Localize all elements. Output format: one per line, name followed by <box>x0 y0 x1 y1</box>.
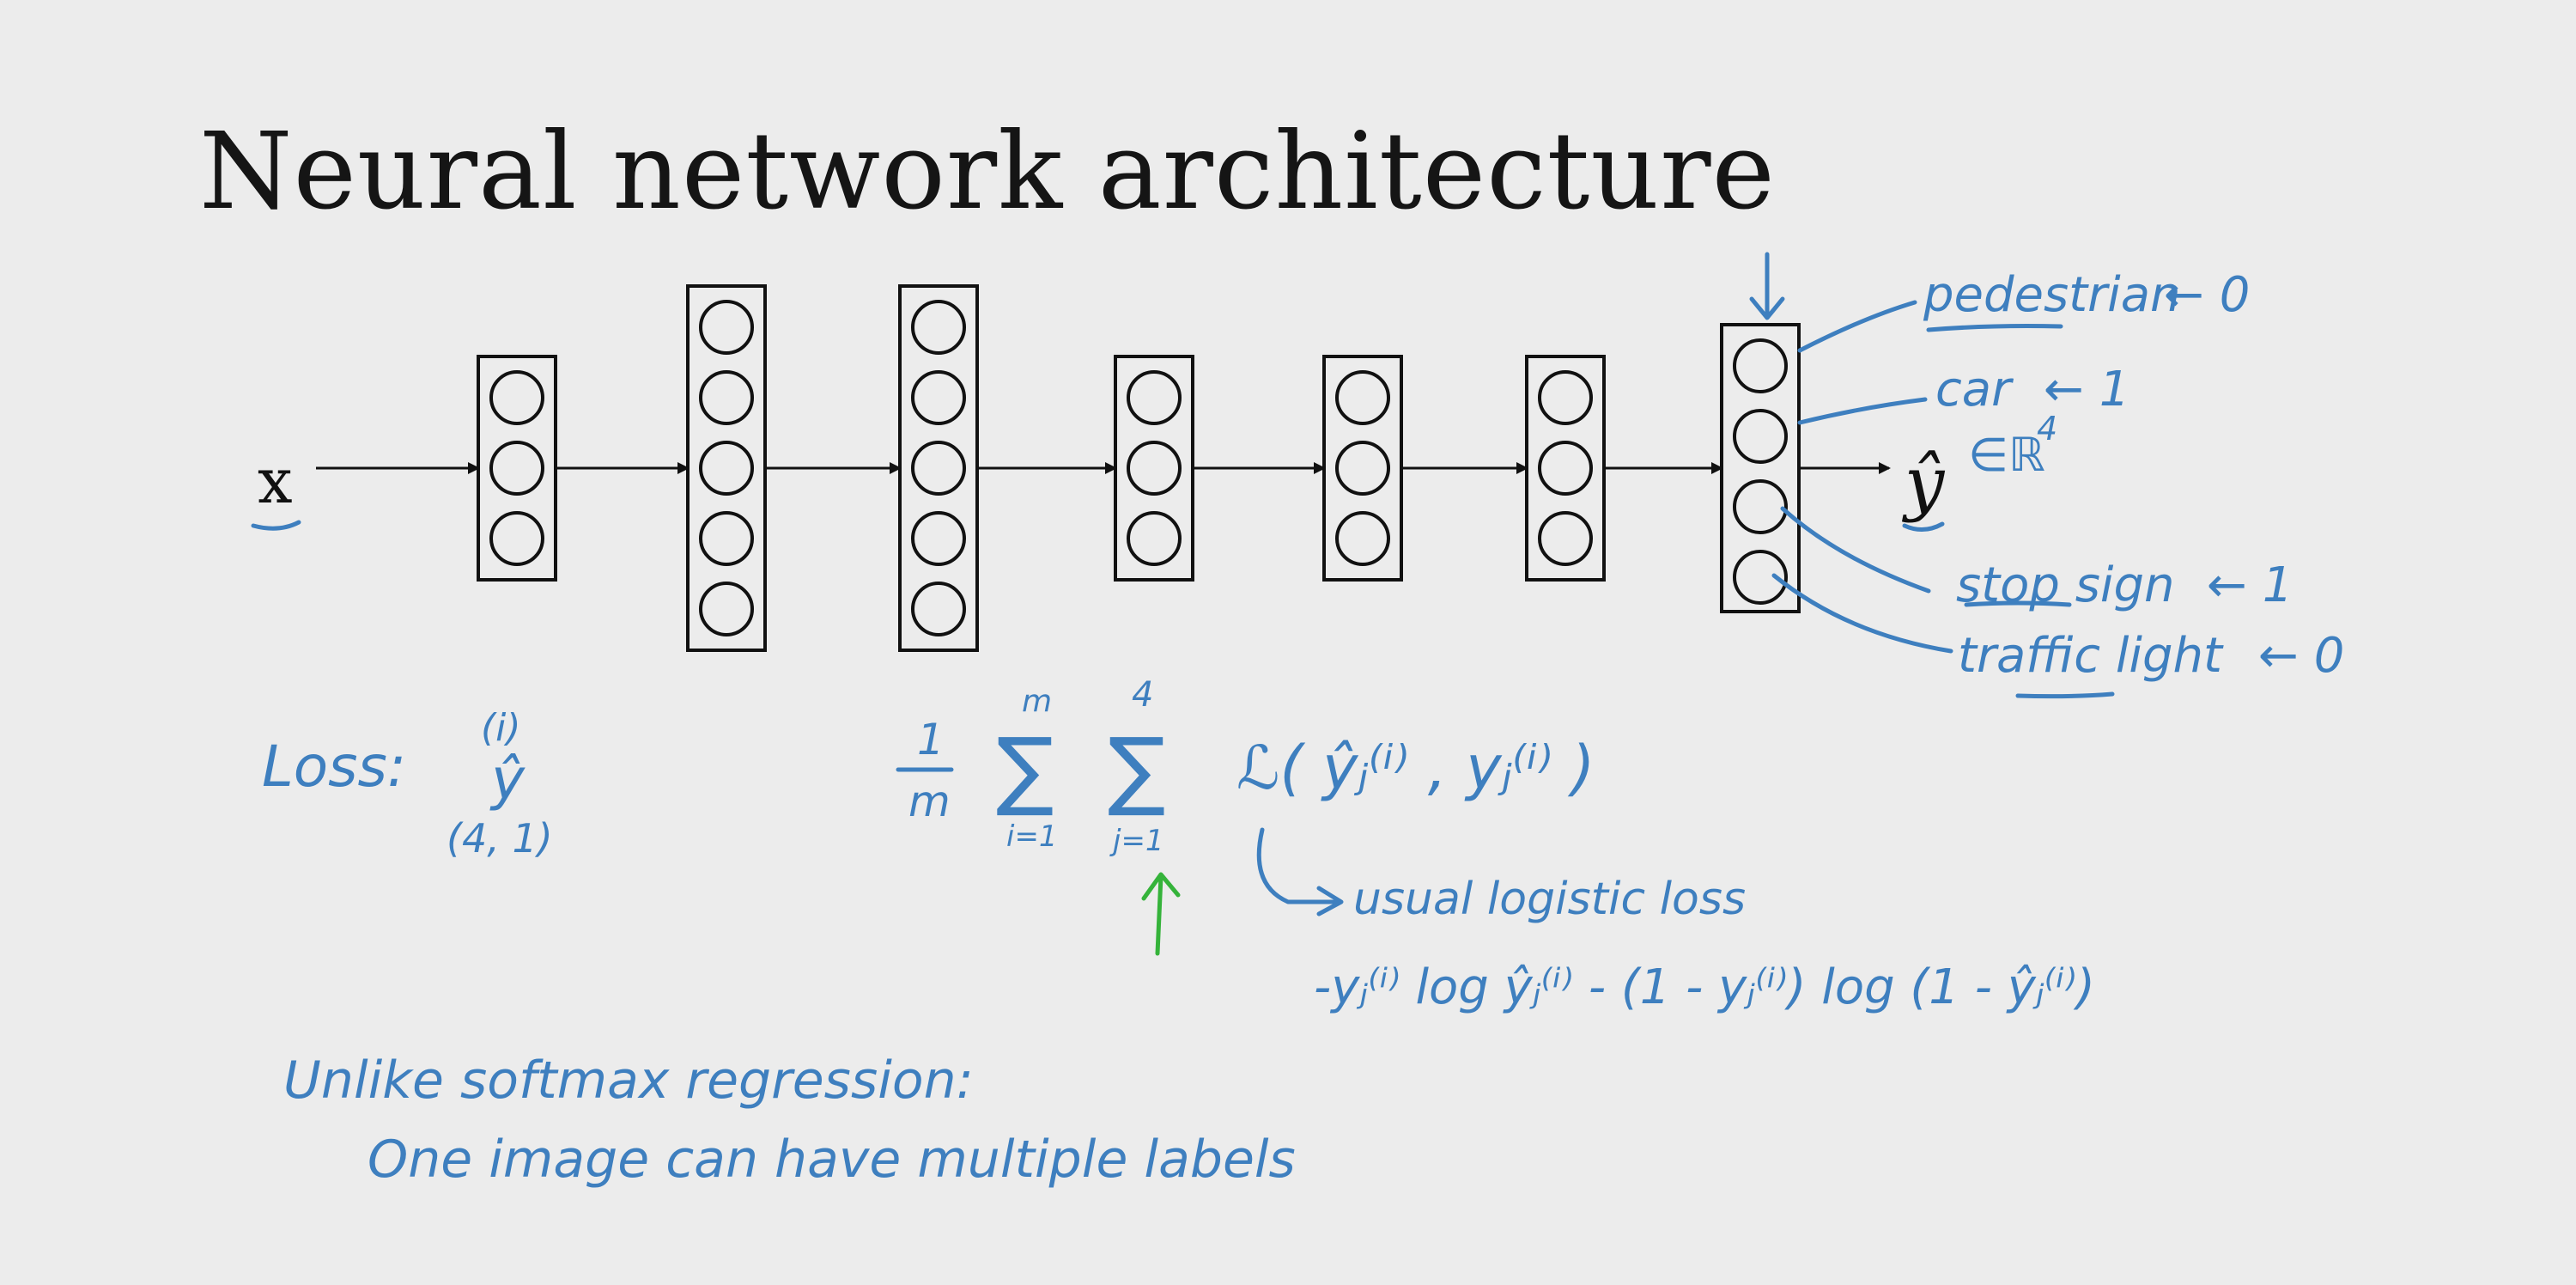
layer-3-node-5 <box>911 582 966 636</box>
note-line-2: One image can have multiple labels <box>368 1130 1296 1190</box>
layer-3-node-1 <box>911 300 966 355</box>
underline-traffic-light <box>2015 691 2115 699</box>
sum1-bottom: i=1 <box>1006 819 1058 854</box>
layer-1-node-3 <box>489 511 544 566</box>
layer-1-node-2 <box>489 441 544 496</box>
formula-loss-body: ℒ( ŷⱼ⁽ⁱ⁾ , yⱼ⁽ⁱ⁾ ) <box>1236 733 1595 803</box>
loss-shape: (4, 1) <box>447 815 553 862</box>
layer-5-node-2 <box>1335 441 1390 496</box>
layer-4-node-3 <box>1127 511 1182 566</box>
pointer-line-pedestrian <box>1797 300 1917 353</box>
layer-3-node-3 <box>911 441 966 496</box>
sum2-bottom: j=1 <box>1109 824 1164 858</box>
layer-6-node-2 <box>1538 441 1593 496</box>
input-x-label: x <box>258 445 293 517</box>
output-layer-down-arrow-icon <box>1749 252 1785 320</box>
output-space-label: ∈ℝ <box>1968 428 2045 482</box>
logistic-loss-expression: -yⱼ⁽ⁱ⁾ log ŷⱼ⁽ⁱ⁾ - (1 - yⱼ⁽ⁱ⁾) log (1 - … <box>1314 959 2095 1015</box>
layer-6-node-3 <box>1538 511 1593 566</box>
output-space-exponent: 4 <box>2037 410 2057 448</box>
label-car-target: ← 1 <box>2044 362 2129 417</box>
loss-yhat: ŷ <box>489 746 526 813</box>
formula-frac-numerator: 1 <box>917 715 945 764</box>
layer-2-node-3 <box>699 441 754 496</box>
label-traffic-light: traffic light <box>1958 628 2224 684</box>
output-yhat-label: ŷ <box>1901 442 1946 524</box>
pointer-line-car <box>1797 397 1928 425</box>
layer-3-node-4 <box>911 511 966 566</box>
slide-title: Neural network architecture <box>199 110 1776 234</box>
layer-5-node-1 <box>1335 370 1390 425</box>
sum1-top: m <box>1022 684 1052 719</box>
layer-4-node-1 <box>1127 370 1182 425</box>
formula-frac-denominator: m <box>908 776 951 826</box>
underline-stop-sign <box>1964 600 2072 607</box>
label-pedestrian-target: ← 0 <box>2164 267 2250 323</box>
loss-label: Loss: <box>262 734 406 800</box>
layer-6-node-1 <box>1538 370 1593 425</box>
layer-7-node-2 <box>1733 409 1788 464</box>
label-car: car <box>1935 362 2014 417</box>
note-arrow-icon <box>1256 827 1344 917</box>
green-up-arrow-icon <box>1141 872 1181 956</box>
note-line-1: Unlike softmax regression: <box>283 1051 974 1111</box>
loss-yhat-superscript: (i) <box>481 706 521 750</box>
output-underline <box>1902 521 1945 532</box>
layer-7-node-1 <box>1733 338 1788 393</box>
layer-5-node-3 <box>1335 511 1390 566</box>
logistic-loss-note: usual logistic loss <box>1353 874 1746 925</box>
pointer-line-traffic-light <box>1771 573 1953 654</box>
label-pedestrian: pedestrian <box>1923 267 2181 323</box>
layer-2-node-4 <box>699 511 754 566</box>
label-stop-sign-target: ← 1 <box>2207 557 2293 613</box>
layer-2-node-5 <box>699 582 754 636</box>
layer-1-node-1 <box>489 370 544 425</box>
underline-pedestrian <box>1926 324 2063 332</box>
layer-2-node-2 <box>699 370 754 425</box>
sum1-symbol: ∑ <box>996 719 1054 819</box>
pointer-line-stop-sign <box>1780 506 1931 594</box>
input-underline <box>251 520 301 531</box>
label-traffic-light-target: ← 0 <box>2258 628 2344 684</box>
layer-2-node-1 <box>699 300 754 355</box>
layer-3-node-2 <box>911 370 966 425</box>
layer-4-node-2 <box>1127 441 1182 496</box>
layer-7-node-4 <box>1733 550 1788 605</box>
layer-7-node-3 <box>1733 479 1788 534</box>
sum2-top: 4 <box>1132 675 1153 715</box>
sum2-symbol: ∑ <box>1108 719 1165 819</box>
